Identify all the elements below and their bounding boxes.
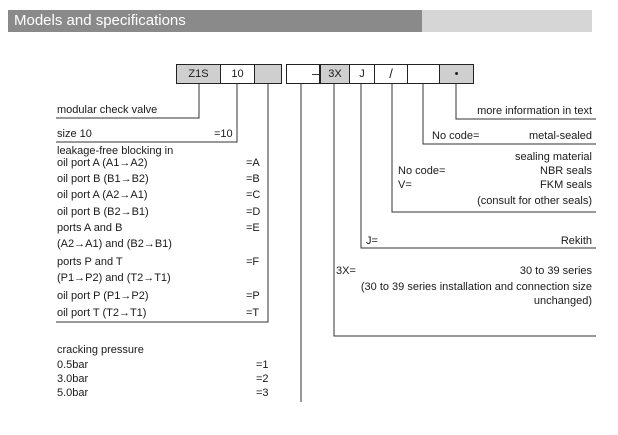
line-series-bottom — [333, 258, 596, 337]
label-rekith: Rekith — [560, 235, 592, 247]
line-seal — [391, 84, 596, 213]
label-consult: (consult for other seals) — [477, 195, 592, 207]
label-series-range: 30 to 39 series — [519, 265, 592, 277]
list-item: oil port B (B2→B1) — [57, 206, 149, 218]
header-bar-light — [422, 10, 592, 32]
code-box-blocking — [254, 64, 282, 84]
code-dash: – — [312, 66, 320, 81]
label-series-note-2: unchanged) — [533, 295, 592, 307]
page-title: Models and specifications — [14, 12, 186, 29]
list-item-code: =F — [246, 256, 260, 268]
list-item-code: =E — [246, 222, 260, 234]
list-item: oil port A (A2→A1) — [57, 189, 148, 201]
list-item: oil port B (B1→B2) — [57, 173, 149, 185]
list-item-code: =C — [246, 189, 261, 201]
list-item-code: =1 — [256, 359, 269, 371]
label-more-info: more information in text — [477, 105, 592, 117]
line-more — [455, 84, 596, 120]
line-metal — [422, 84, 596, 145]
list-item-code: =P — [246, 290, 260, 302]
list-item-code: =B — [246, 173, 260, 185]
label-fkm-seals: FKM seals — [540, 179, 592, 191]
label-no-code-nbr: No code= — [398, 165, 446, 177]
code-box-z1s: Z1S — [176, 64, 221, 84]
line-blocking — [56, 84, 269, 323]
label-3x-eq: 3X= — [336, 265, 356, 277]
list-item-code: =A — [246, 157, 260, 169]
header-bar — [8, 10, 422, 32]
label-sealing-material: sealing material — [514, 151, 592, 163]
code-size: =10 — [214, 128, 233, 140]
list-item: oil port T (T2→T1) — [57, 307, 147, 319]
list-item: ports P and T — [57, 256, 123, 268]
list-item-code: =3 — [256, 387, 269, 399]
list-item: (A2→A1) and (B2→B1) — [57, 238, 172, 250]
list-item-code: =D — [246, 206, 261, 218]
label-metal-sealed: metal-sealed — [529, 130, 592, 142]
list-item: 5.0bar — [57, 387, 89, 399]
label-nbr-seals: NBR seals — [540, 165, 592, 177]
list-item: oil port A (A1→A2) — [57, 157, 148, 169]
line-size — [56, 84, 238, 143]
list-item: 3.0bar — [57, 373, 89, 385]
list-item: (P1→P2) and (T2→T1) — [57, 272, 171, 284]
code-box-more: • — [439, 64, 474, 84]
label-j-eq: J= — [366, 235, 378, 247]
list-item: 0.5bar — [57, 359, 89, 371]
label-blocking-title: leakage-free blocking in — [57, 145, 174, 157]
list-item: oil port P (P1→P2) — [57, 290, 149, 302]
code-box-size: 10 — [220, 64, 255, 84]
list-item-code: =2 — [256, 373, 269, 385]
label-cracking-pressure: cracking pressure — [57, 344, 144, 356]
label-v-eq: V= — [398, 179, 412, 191]
label-no-code-metal: No code= — [432, 130, 480, 142]
line-brand — [360, 84, 596, 249]
label-series-note: (30 to 39 series installation and connec… — [360, 281, 592, 293]
list-item-code: =T — [246, 307, 260, 319]
list-item: ports A and B — [57, 222, 123, 234]
label-size: size 10 — [57, 128, 92, 140]
code-box-pressure — [286, 64, 320, 84]
label-check-valve: modular check valve — [57, 104, 158, 116]
line-check-valve — [56, 84, 200, 119]
